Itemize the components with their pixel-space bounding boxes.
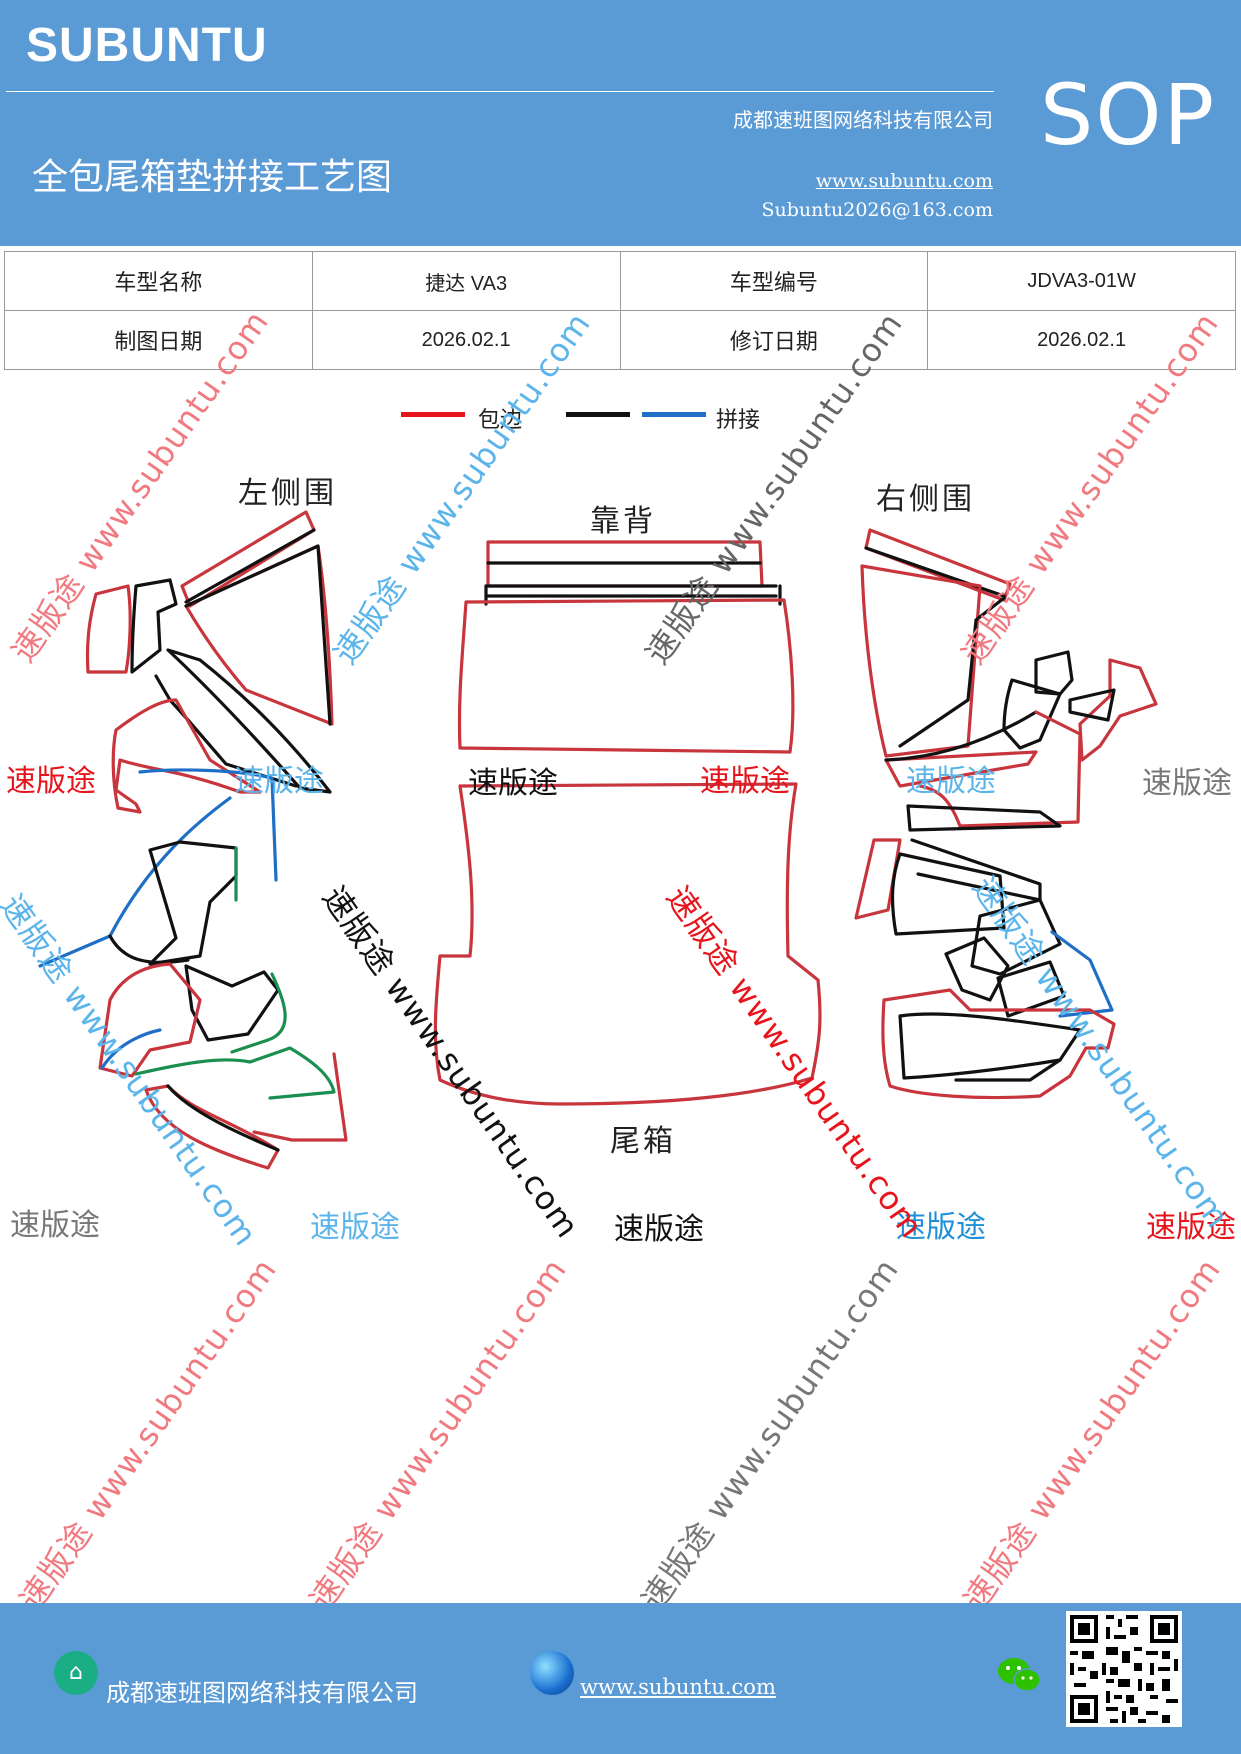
value-model-code: JDVA3-01W	[927, 251, 1236, 311]
wechat-icon	[998, 1658, 1041, 1692]
trunk-upper-piece	[457, 598, 795, 754]
sop-label: SOP	[1040, 66, 1217, 164]
label-model-name: 车型名称	[4, 251, 313, 311]
footer-banner: ⌂ 成都速班图网络科技有限公司 www.subuntu.com	[0, 1603, 1241, 1754]
line-legend: 包边 拼接	[0, 400, 1241, 440]
watermark-brand: 速版途	[896, 1210, 986, 1245]
globe-icon	[530, 1651, 574, 1695]
watermark-brand: 速版途	[10, 1208, 100, 1243]
value-revise-date: 2026.02.1	[927, 310, 1236, 370]
left-side-piece-5	[98, 962, 202, 1078]
label-trunk: 尾箱	[610, 1124, 676, 1159]
right-side-piece-5	[881, 988, 1116, 1100]
right-side-piece-4	[854, 838, 902, 920]
legend-splice-label: 拼接	[716, 408, 761, 433]
page-title: 全包尾箱垫拼接工艺图	[32, 157, 393, 198]
watermark-brand: 速版途	[310, 1210, 400, 1245]
home-icon: ⌂	[54, 1651, 98, 1695]
footer-website-link[interactable]: www.subuntu.com	[580, 1675, 776, 1699]
company-name: 成都速班图网络科技有限公司	[733, 108, 993, 132]
label-model-code: 车型编号	[619, 251, 929, 311]
label-backrest: 靠背	[590, 504, 656, 539]
brand-logo: SUBUNTU	[26, 19, 268, 72]
legend-edge-label: 包边	[478, 408, 523, 433]
website-link[interactable]: www.subuntu.com	[815, 170, 993, 192]
email-address: Subuntu2026@163.com	[761, 199, 993, 221]
table-row: 制图日期 2026.02.1 修订日期 2026.02.1	[4, 310, 1236, 370]
left-side-piece-4	[148, 840, 238, 966]
vehicle-info-table: 车型名称 捷达 VA3 车型编号 JDVA3-01W 制图日期 2026.02.…	[4, 251, 1236, 370]
trunk-lower-piece	[433, 782, 822, 1106]
right-side-piece-3	[1078, 658, 1158, 762]
mat-pattern-diagram	[38, 510, 1158, 1170]
watermark-diagonal: 速版途 www.subuntu.com	[956, 1251, 1229, 1618]
watermark-brand: 速版途	[700, 764, 790, 799]
header-divider	[6, 91, 994, 92]
watermark-brand: 速版途	[906, 764, 996, 799]
footer-company: 成都速班图网络科技有限公司	[106, 1679, 418, 1707]
watermark-brand: 速版途	[234, 764, 324, 799]
table-row: 车型名称 捷达 VA3 车型编号 JDVA3-01W	[4, 251, 1236, 311]
watermark-brand: 速版途	[6, 764, 96, 799]
label-left-side: 左侧围	[238, 476, 337, 511]
qr-code	[1066, 1611, 1182, 1727]
watermark-diagonal: 速版途 www.subuntu.com	[634, 1251, 907, 1618]
label-revise-date: 修订日期	[619, 310, 929, 370]
legend-black-swatch	[566, 412, 630, 417]
label-draw-date: 制图日期	[4, 310, 313, 370]
left-side-piece-2	[85, 584, 132, 674]
watermark-diagonal: 速版途 www.subuntu.com	[12, 1251, 285, 1618]
watermark-brand: 速版途	[1142, 766, 1232, 801]
label-right-side: 右侧围	[876, 482, 975, 517]
legend-splice-swatch	[642, 412, 706, 417]
header-banner: SUBUNTU SOP 成都速班图网络科技有限公司 全包尾箱垫拼接工艺图 www…	[0, 0, 1241, 246]
watermark-diagonal: 速版途 www.subuntu.com	[302, 1251, 575, 1618]
value-model-name: 捷达 VA3	[311, 251, 621, 311]
legend-edge-swatch	[401, 412, 465, 417]
watermark-brand: 速版途	[468, 766, 558, 801]
watermark-brand: 速版途	[1146, 1210, 1236, 1245]
watermark-brand: 速版途	[614, 1212, 704, 1247]
right-side-piece-2	[860, 564, 982, 758]
